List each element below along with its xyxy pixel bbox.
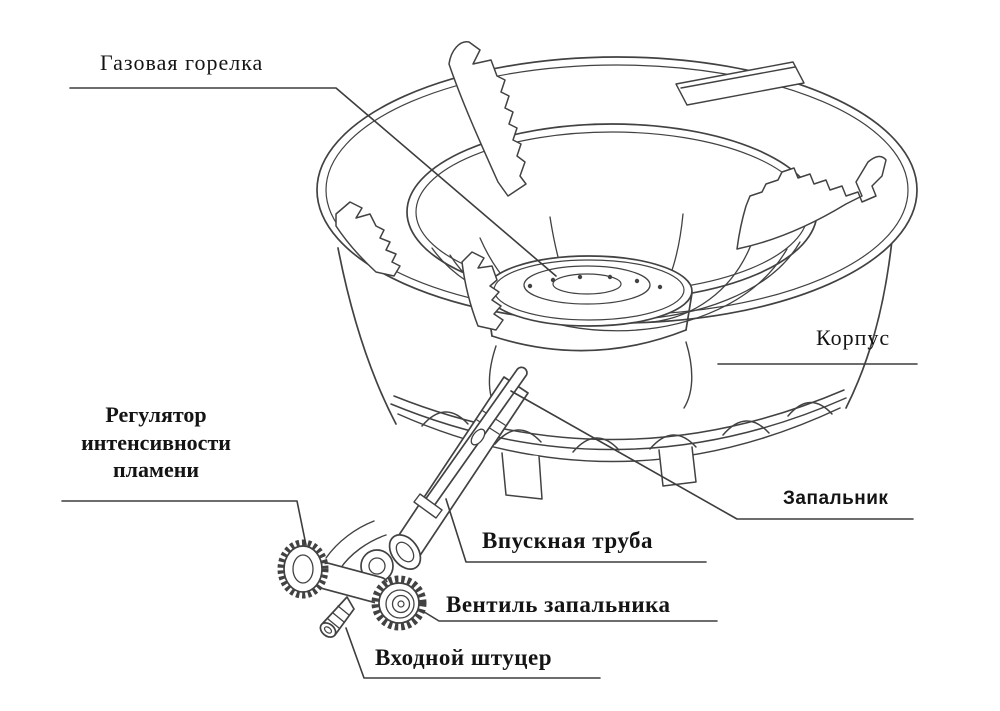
valve-assembly [277,520,427,638]
pot-support-arm-right [736,155,887,250]
leader-lines [61,87,918,679]
igniter-valve-knob [371,575,427,631]
label-gas-burner: Газовая горелка [100,50,264,75]
label-inlet-pipe: Впускная труба [482,528,654,553]
label-igniter: Запальник [783,488,889,509]
body-cone [337,239,893,425]
label-flame-regulator: Регулятор интенсивности пламени [81,402,231,482]
pot-support-arm-front [461,251,504,331]
base-ring [390,389,847,500]
flame-ports [527,274,663,290]
pot-support-arm-left [335,201,401,277]
leader-inlet-pipe [445,498,707,563]
pot-support-arm-top [448,41,527,197]
leader-igniter [510,390,914,520]
leader-gas-burner [69,87,557,277]
igniter-tube [413,366,528,519]
inlet-fitting [319,596,355,638]
rim-tab [675,61,805,106]
label-body: Корпус [816,325,891,350]
leader-regulator [61,500,307,546]
leader-inlet-fitting [345,627,601,679]
gas-burner-head [485,255,693,352]
label-igniter-valve: Вентиль запальника [446,592,671,617]
flame-regulator-knob [277,539,329,599]
leader-igniter-valve [420,609,718,622]
label-inlet-fitting: Входной штуцер [375,645,553,670]
